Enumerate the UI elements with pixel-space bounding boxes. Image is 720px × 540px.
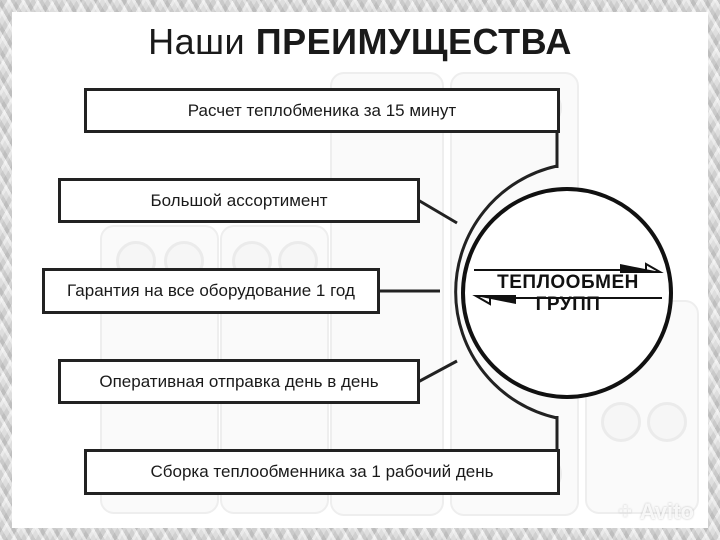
title-bold: ПРЕИМУЩЕСТВА [255,21,572,62]
advantage-text: Оперативная отправка день в день [99,371,379,391]
avito-dots-icon: ⁘ [616,499,635,524]
advantage-text: Сборка теплообменника за 1 рабочий день [150,462,494,481]
advantage-box-3: Гарантия на все оборудование 1 год [42,268,380,314]
advantage-box-1: Расчет теплобменика за 15 минут [84,88,560,133]
watermark-text: Avito [639,499,694,524]
advantage-box-4: Оперативная отправка день в день [58,359,420,404]
advantage-box-5: Сборка теплообменника за 1 рабочий день [84,449,560,495]
advantage-text: Расчет теплобменика за 15 минут [187,100,457,120]
advantage-text: Гарантия на все оборудование 1 год [67,281,355,300]
advantage-box-2: Большой ассортимент [58,178,420,223]
advantage-text: Большой ассортимент [150,190,328,210]
avito-watermark: ⁘ Avito [616,499,694,525]
company-logo [461,187,673,399]
logo-text: ТЕПЛООБМЕН ГРУПП [497,272,639,315]
title-regular: Наши [148,21,246,62]
page-title: Наши ПРЕИМУЩЕСТВА [0,22,720,62]
